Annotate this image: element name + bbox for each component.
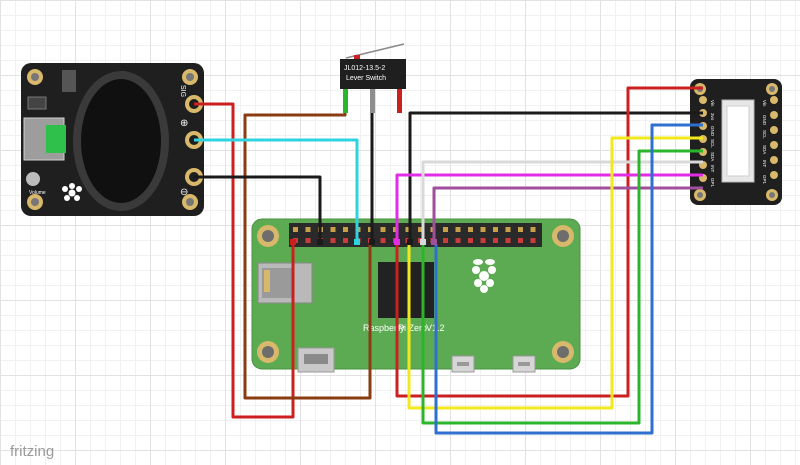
gpio-pin[interactable] <box>330 227 336 232</box>
sensor-pin-left-label: GND <box>710 126 715 137</box>
gpio-pin[interactable] <box>480 238 486 243</box>
sensor-pin-right-label: Vin <box>762 100 767 107</box>
gpio-pin[interactable] <box>380 238 386 243</box>
gpio-pin[interactable] <box>455 238 461 243</box>
mini-hdmi-port <box>297 347 335 373</box>
speaker-switch <box>62 70 76 92</box>
raspberry-pi-zero-board[interactable]: Raspberry Pi Zero V1.2 <box>251 218 581 373</box>
wires[interactable] <box>194 86 703 435</box>
pi-name-part1: Raspberry <box>363 323 405 333</box>
ribbon-connector-slot <box>726 105 750 177</box>
pi-mounting-holes <box>257 225 574 363</box>
switch-leg-com <box>343 89 348 113</box>
gpio-pin[interactable] <box>518 238 523 243</box>
gpio-header[interactable] <box>289 223 542 247</box>
sd-card-slot <box>257 262 313 304</box>
wire-red-speaker[interactable] <box>194 102 295 419</box>
terminal-block <box>46 125 66 153</box>
gpio-pin[interactable] <box>380 227 386 232</box>
sensor-pin-left-label: INT <box>710 165 715 173</box>
wire-cyan-speaker[interactable] <box>194 138 359 244</box>
speaker-pads <box>185 95 203 186</box>
sensor-pin-left-label: SCL <box>710 139 715 148</box>
gpio-pin[interactable] <box>443 238 448 243</box>
gpio-pin[interactable] <box>305 238 311 243</box>
gpio-pin[interactable] <box>468 227 473 232</box>
sensor-pin-left-label: GP1 <box>710 178 715 188</box>
switch-part-name: Lever Switch <box>346 75 386 82</box>
wire-yellow[interactable] <box>407 136 703 410</box>
sensor-pin-left[interactable] <box>699 96 707 104</box>
wire-green[interactable] <box>421 149 703 425</box>
volume-label: Volume <box>29 190 46 196</box>
gpio-pin[interactable] <box>518 227 523 232</box>
gpio-pin[interactable] <box>405 227 411 232</box>
gpio-pin[interactable] <box>343 227 348 232</box>
sensor-pin-left-label: 3vo <box>710 113 715 121</box>
wire-brown-switch[interactable] <box>243 113 372 400</box>
amp-chip <box>27 96 47 110</box>
sensor-pin-right[interactable] <box>770 141 778 149</box>
sensor-pin-right-label: GND <box>762 115 767 126</box>
processor-chip <box>378 262 434 318</box>
switch-leg-nc <box>370 89 375 113</box>
micro-usb-port-1 <box>451 355 475 373</box>
speaker-mounting-holes <box>27 69 198 210</box>
micro-usb-port-2 <box>512 355 536 373</box>
sensor-mounting-holes <box>694 83 778 201</box>
pin-minus-label: ⊖ <box>180 187 188 198</box>
fritzing-watermark: fritzing <box>10 443 54 460</box>
wire-magenta[interactable] <box>395 173 703 244</box>
sensor-pin-right[interactable] <box>770 156 778 164</box>
switch-body <box>340 59 406 89</box>
gpio-pin[interactable] <box>530 227 536 232</box>
speaker-amp-board[interactable]: Volume SIG ⊕ ⊖ <box>21 63 204 216</box>
gpio-pin[interactable] <box>505 227 511 232</box>
pin-sig-label: SIG <box>179 85 186 97</box>
raspberry-logo-icon <box>472 259 496 293</box>
gpio-pin[interactable] <box>493 227 498 232</box>
gpio-pin[interactable] <box>443 227 448 232</box>
adafruit-logo-icon <box>62 183 82 201</box>
wire-black-speaker[interactable] <box>194 175 322 244</box>
sensor-pin-right-label: SCL <box>762 130 767 139</box>
lever-switch[interactable]: JL012-13.5-2 Lever Switch <box>340 43 406 113</box>
sensor-pin-right[interactable] <box>770 111 778 119</box>
sensor-pin-right-label: GP1 <box>762 175 767 185</box>
wire-white[interactable] <box>421 160 703 244</box>
wire-blue[interactable] <box>434 123 703 435</box>
pi-name-part2: Pi Zero <box>398 323 427 333</box>
gpio-pin[interactable] <box>343 238 348 243</box>
sensor-pin-left-label: SDA <box>710 152 715 161</box>
gpio-pin[interactable] <box>493 238 498 243</box>
sensor-pin-right[interactable] <box>770 126 778 134</box>
sensor-pin-right[interactable] <box>770 171 778 179</box>
gpio-pin[interactable] <box>505 238 511 243</box>
wire-black-sensor-gnd[interactable] <box>408 111 703 244</box>
gpio-pin[interactable] <box>330 238 336 243</box>
lever-button <box>354 55 360 59</box>
gpio-pin[interactable] <box>305 227 311 232</box>
volume-knob-icon[interactable] <box>26 172 40 186</box>
gpio-pin[interactable] <box>293 227 298 232</box>
pin-plus-label: ⊕ <box>180 118 188 129</box>
wire-red-sensor-vin[interactable] <box>395 86 703 398</box>
gpio-pin[interactable] <box>530 238 536 243</box>
gpio-pin[interactable] <box>468 238 473 243</box>
gpio-pin[interactable] <box>418 227 423 232</box>
gpio-pin[interactable] <box>480 227 486 232</box>
switch-leg-no <box>397 89 402 113</box>
switch-part-number: JL012-13.5-2 <box>344 65 385 72</box>
speaker-center <box>81 79 161 203</box>
sensor-pin-right-label: SDA <box>762 145 767 154</box>
sensor-pin-right-label: INT <box>762 160 767 168</box>
sensor-pin-left-label: Vin <box>710 100 715 107</box>
wire-pin-ends <box>290 239 437 245</box>
sensor-pin-right[interactable] <box>770 96 778 104</box>
gpio-pin[interactable] <box>455 227 461 232</box>
